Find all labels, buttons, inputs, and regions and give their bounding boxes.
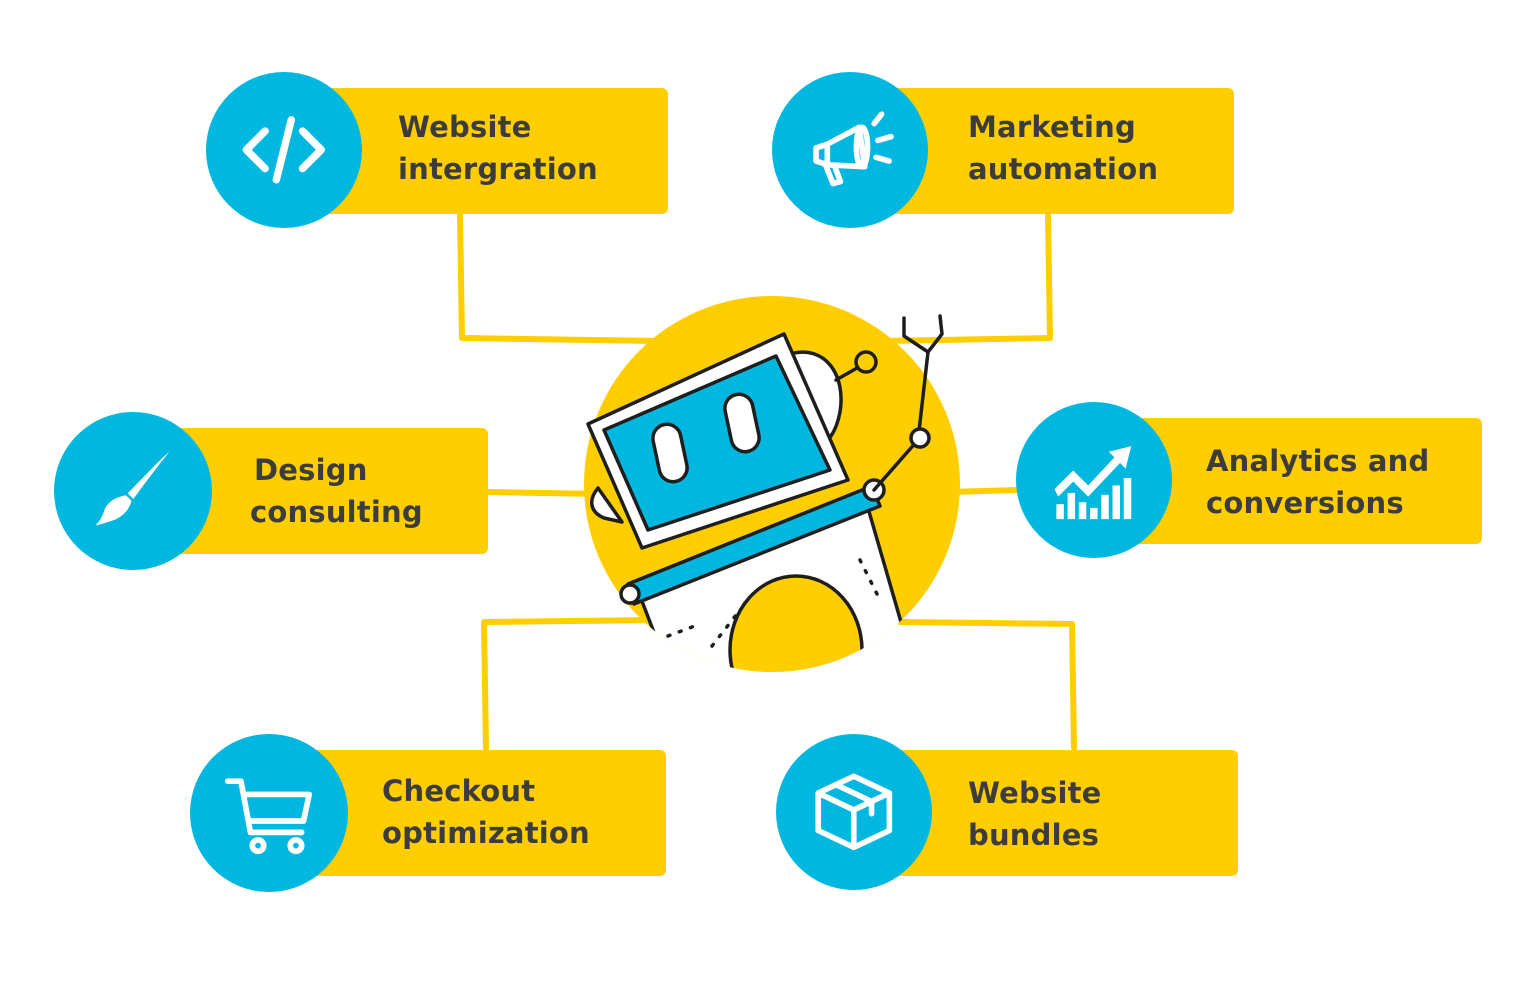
robot-screen bbox=[602, 354, 832, 532]
connector-website-bundles bbox=[897, 619, 1077, 751]
label-line-2: automation bbox=[968, 152, 1159, 186]
box-icon bbox=[776, 734, 932, 890]
connector-design-consulting bbox=[485, 489, 603, 497]
card-label: Analytics and conversions bbox=[1206, 440, 1429, 524]
card-website-bundles: Website bundles bbox=[776, 734, 1238, 892]
card-label: Marketing automation bbox=[968, 106, 1158, 190]
robot-icon bbox=[584, 296, 960, 672]
code-icon bbox=[206, 72, 362, 228]
card-label: Website intergration bbox=[398, 106, 598, 190]
card-label: Website bundles bbox=[968, 772, 1102, 856]
connector-website-integration bbox=[457, 212, 663, 344]
label-line-1: Marketing bbox=[968, 110, 1136, 144]
robot-eye-left bbox=[651, 422, 689, 484]
label-line-2: intergration bbox=[398, 152, 598, 186]
label-line-1: Checkout bbox=[382, 774, 536, 808]
robot-claw bbox=[902, 314, 944, 354]
label-line-1: Website bbox=[968, 776, 1102, 810]
label-line-1: Website bbox=[398, 110, 532, 144]
robot-eye-right bbox=[723, 392, 761, 454]
card-label: Design consulting bbox=[250, 449, 423, 533]
card-checkout-optimization: Checkout optimization bbox=[190, 734, 668, 892]
chart-growth-icon bbox=[1016, 402, 1172, 558]
connector-analytics-conversions bbox=[947, 487, 1021, 495]
shopping-cart-icon bbox=[190, 734, 348, 892]
card-marketing-automation: Marketing automation bbox=[772, 72, 1234, 230]
card-website-integration: Website intergration bbox=[206, 72, 668, 230]
label-line-2: consulting bbox=[250, 495, 423, 529]
label-line-1: Design bbox=[254, 453, 368, 487]
label-line-2: optimization bbox=[382, 816, 590, 850]
label-line-2: bundles bbox=[968, 818, 1100, 852]
card-design-consulting: Design consulting bbox=[54, 412, 490, 570]
robot-ear-left bbox=[590, 486, 624, 524]
label-line-2: conversions bbox=[1206, 486, 1404, 520]
label-line-1: Analytics and bbox=[1206, 444, 1430, 478]
card-label: Checkout optimization bbox=[382, 770, 590, 854]
paintbrush-icon bbox=[54, 412, 212, 570]
card-analytics-conversions: Analytics and conversions bbox=[1016, 402, 1482, 560]
connector-checkout-optimization bbox=[481, 617, 663, 751]
megaphone-icon bbox=[772, 72, 928, 228]
